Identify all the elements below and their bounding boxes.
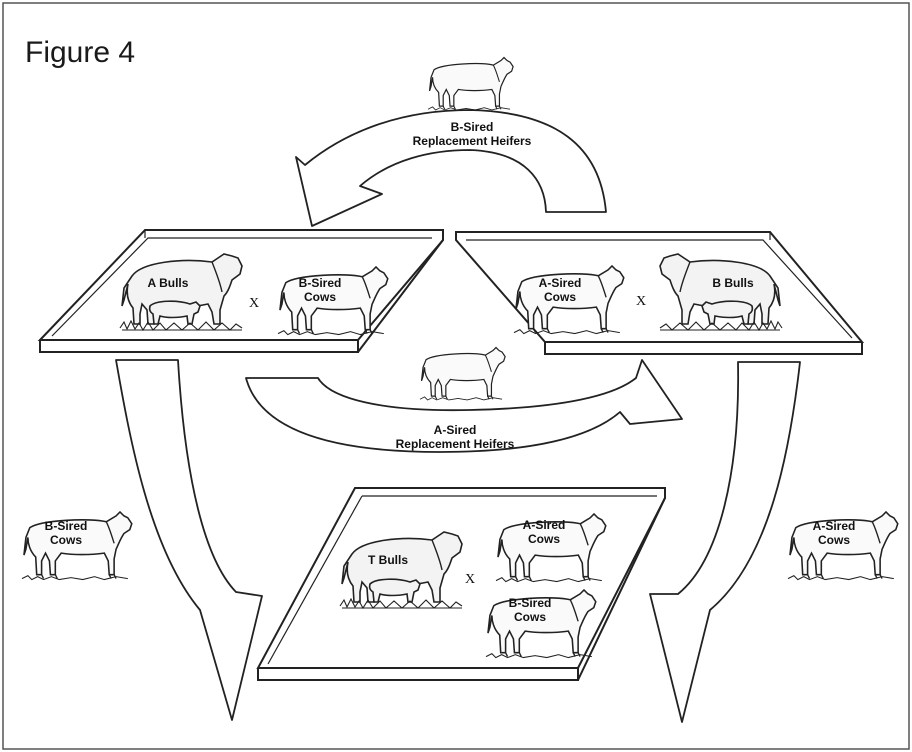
outside-right-label-line1: A-Sired: [813, 519, 856, 533]
bottom-pen-cross: X: [465, 572, 475, 587]
top-arrow-label-line2: Replacement Heifers: [413, 134, 532, 148]
left-pen-cross: X: [249, 296, 259, 311]
right-down-arrow: [649, 361, 801, 723]
top-curved-arrow: [295, 109, 607, 227]
bottom-pen-cow-b-label-line2: Cows: [514, 610, 546, 624]
middle-arrow-label-line2: Replacement Heifers: [396, 437, 515, 451]
bottom-pen-cow-a-label-line2: Cows: [528, 532, 560, 546]
right-pen: [455, 231, 865, 355]
right-pen-cow-label-line2: Cows: [544, 290, 576, 304]
bottom-pen-cow-b-label-line1: B-Sired: [509, 596, 552, 610]
left-down-arrow: [115, 359, 263, 721]
figure-title: Figure 4: [25, 36, 135, 69]
bottom-pen-cow-a-label-line1: A-Sired: [523, 518, 566, 532]
bottom-pen-bull-label: T Bulls: [368, 553, 408, 567]
outside-left-label-line2: Cows: [50, 533, 82, 547]
right-pen-cow-label-line1: A-Sired: [539, 276, 582, 290]
middle-curved-arrow: [245, 359, 683, 453]
right-pen-cross: X: [636, 294, 646, 309]
left-pen-cow-label-line2: Cows: [304, 290, 336, 304]
bottom-pen: [256, 487, 666, 681]
outside-right-label-line2: Cows: [818, 533, 850, 547]
left-pen-bull-label: A Bulls: [148, 276, 189, 290]
top-arrow-label-line1: B-Sired: [451, 120, 494, 134]
left-pen-cow-label-line1: B-Sired: [299, 276, 342, 290]
right-pen-bull-label: B Bulls: [712, 276, 754, 290]
outside-left-label-line1: B-Sired: [45, 519, 88, 533]
middle-arrow-label-line1: A-Sired: [434, 423, 477, 437]
